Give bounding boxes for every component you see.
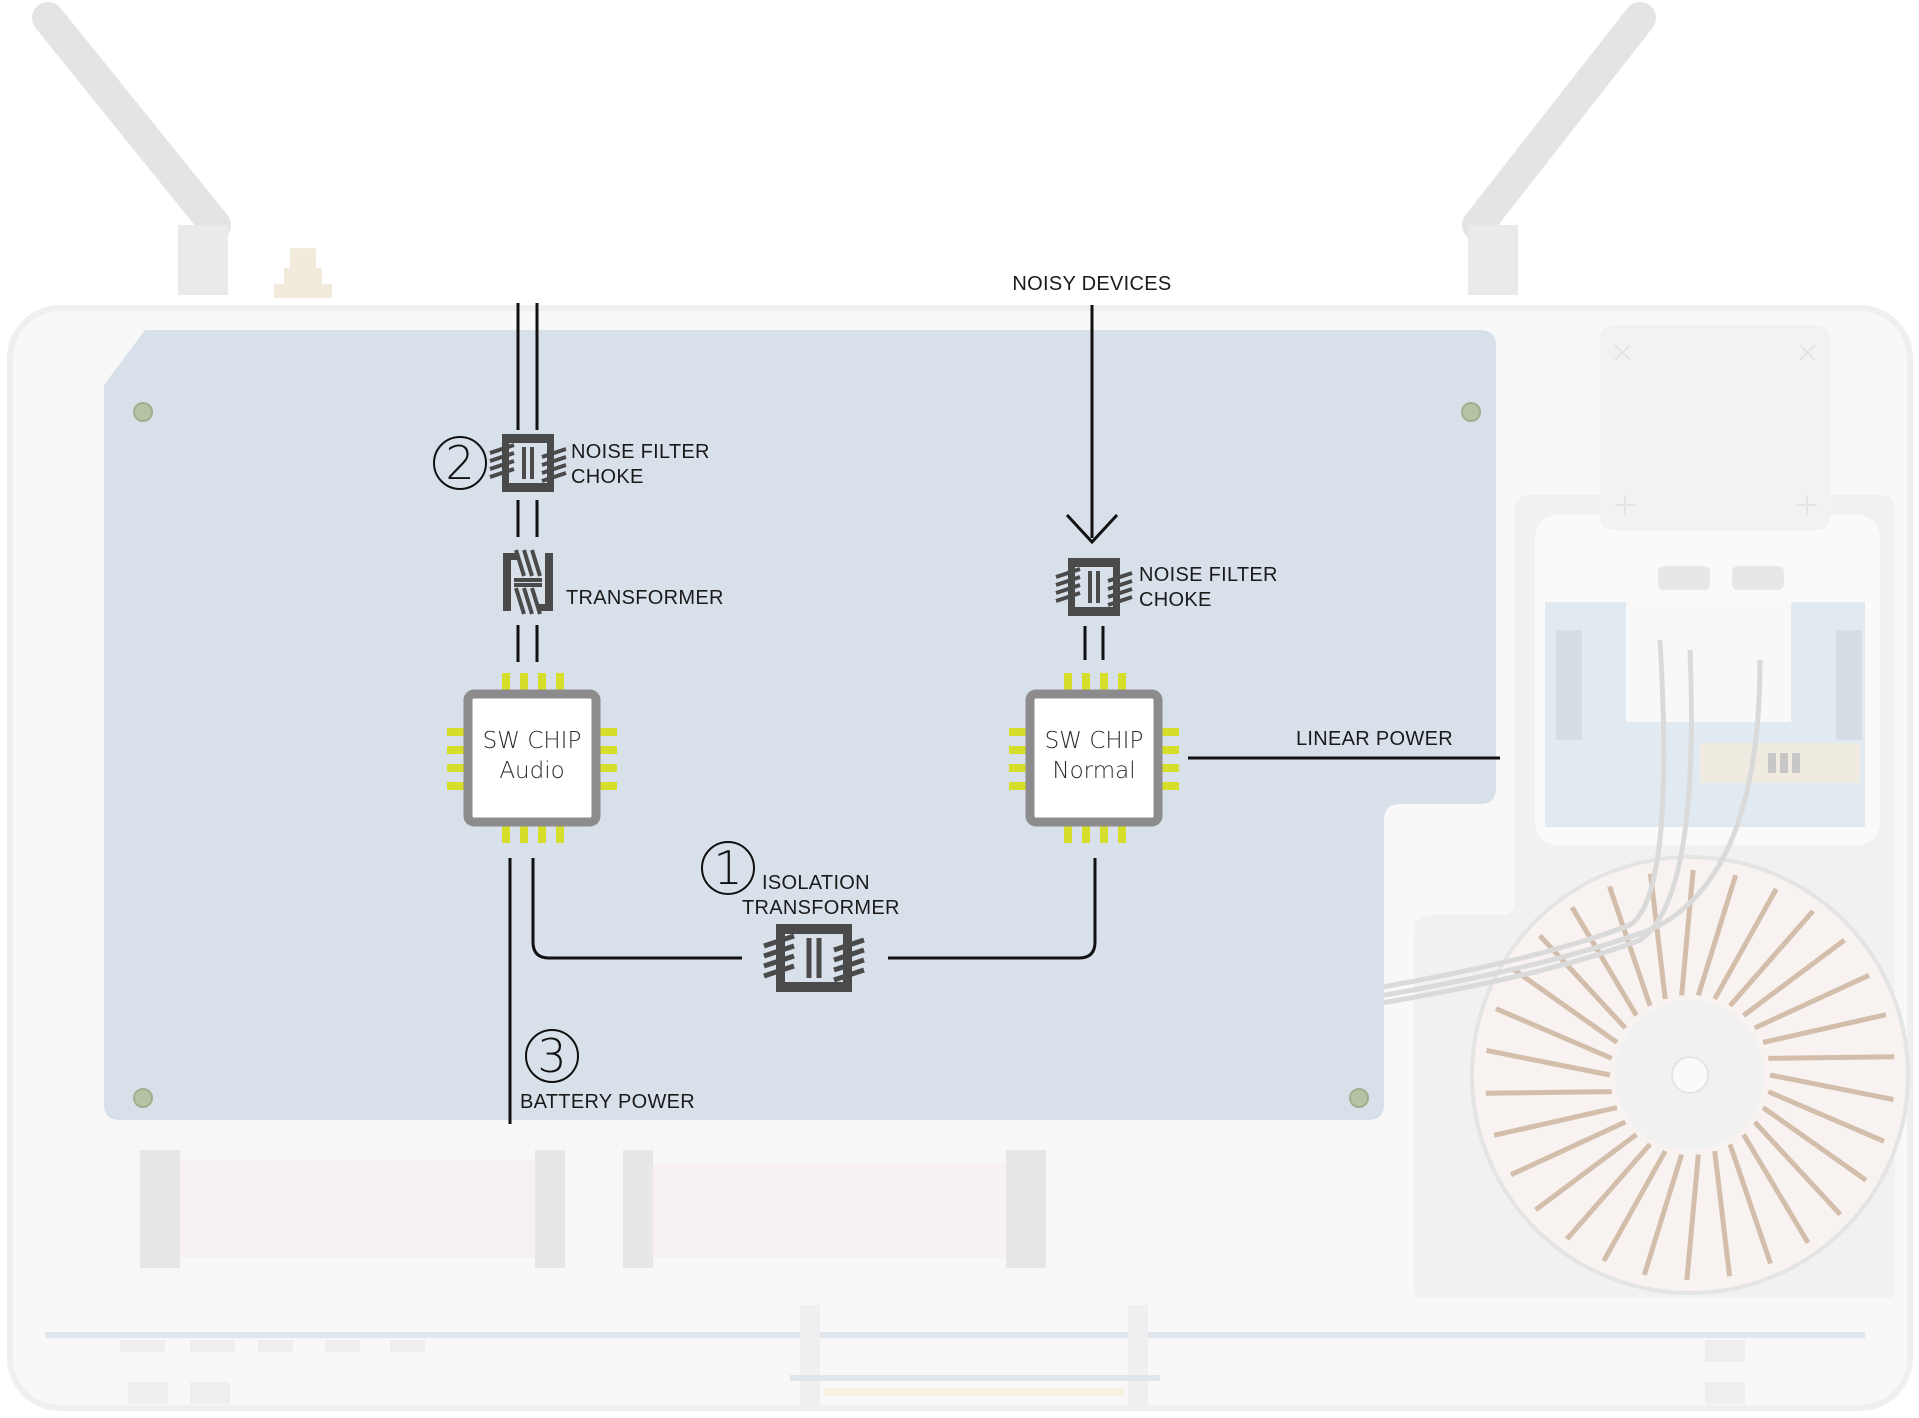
toroid-winding: [1728, 909, 1815, 1008]
label-transformer: TRANSFORMER: [566, 587, 724, 609]
toroid-winding: [1712, 887, 1779, 1001]
toroid-winding: [1647, 873, 1668, 1000]
toroid-winding: [1641, 1153, 1685, 1276]
label-linear-power: LINEAR POWER: [1296, 728, 1453, 750]
label-noise-filter-choke-left-1: NOISE FILTER: [571, 441, 710, 463]
chip-audio-line2: Audio: [499, 758, 564, 784]
toroid-winding: [1569, 906, 1639, 1017]
toroid-transformer: [1470, 855, 1910, 1295]
antenna-right: [1462, 2, 1656, 295]
marker-2-number: 2: [445, 436, 474, 490]
toroid-winding: [1534, 1132, 1638, 1212]
label-battery-power: BATTERY POWER: [520, 1091, 695, 1113]
toroid-winding: [1495, 1006, 1613, 1061]
toroid-winding: [1742, 938, 1846, 1018]
transformer: [503, 549, 553, 615]
toroid-winding: [1485, 1048, 1611, 1078]
label-noise-filter-choke-right-1: NOISE FILTER: [1139, 564, 1278, 586]
marker-3: 3: [525, 1029, 579, 1083]
toroid-winding: [1565, 1142, 1652, 1241]
chip-normal-line1: SW CHIP: [1045, 728, 1144, 754]
toroid-winding: [1485, 1089, 1612, 1096]
toroid-winding: [1761, 1105, 1868, 1183]
toroid-winding: [1712, 1150, 1733, 1277]
connector-nub: [274, 248, 332, 298]
isolation-transformer: [763, 924, 865, 992]
toroid-winding: [1769, 1072, 1895, 1102]
bottom-module-right: [623, 1150, 1046, 1268]
toroid-winding: [1752, 1120, 1843, 1217]
toroid-winding: [1767, 1089, 1885, 1144]
toroid-winding: [1601, 1149, 1668, 1263]
noise-filter-choke-right: [1055, 558, 1133, 616]
label-noise-filter-choke-right-2: CHOKE: [1139, 589, 1212, 611]
toroid-winding: [1695, 874, 1739, 997]
label-noise-filter-choke-left-2: CHOKE: [571, 466, 644, 488]
antenna-left: [32, 2, 231, 295]
toroid-winding: [1762, 1012, 1887, 1045]
marker-2: 2: [433, 436, 487, 490]
chip-audio-line1: SW CHIP: [483, 728, 582, 754]
wires: [508, 303, 1500, 1124]
toroid-winding: [1493, 1105, 1618, 1138]
toroid-winding: [1753, 972, 1871, 1031]
toroid-winding: [1509, 1119, 1627, 1178]
noise-filter-choke-left: [489, 434, 567, 492]
bottom-module-left: [140, 1150, 565, 1268]
marker-1: 1: [701, 841, 755, 895]
toroid-winding: [1679, 869, 1696, 996]
toroid-winding: [1768, 1054, 1895, 1061]
label-isolation-1: ISOLATION: [762, 872, 870, 894]
toroid-winding: [1741, 1133, 1811, 1244]
board-mounting-holes: [133, 402, 1481, 1108]
marker-3-number: 3: [537, 1029, 566, 1083]
sw-chip-normal: SW CHIP Normal: [1009, 673, 1179, 843]
marker-1-number: 1: [713, 841, 742, 895]
circuit-board: [104, 330, 1496, 1120]
chip-normal-line2: Normal: [1052, 758, 1135, 784]
label-isolation-2: TRANSFORMER: [742, 897, 900, 919]
toroid-winding: [1512, 967, 1619, 1045]
toroid-winding: [1684, 1154, 1701, 1281]
sw-chip-audio: SW CHIP Audio: [447, 673, 617, 843]
toroid-winding: [1727, 1143, 1773, 1265]
label-noisy-devices: NOISY DEVICES: [1012, 273, 1171, 295]
